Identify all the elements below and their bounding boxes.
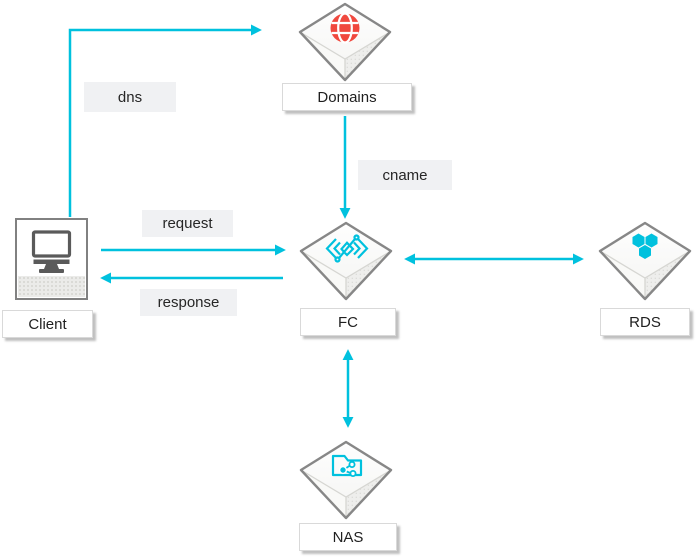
node-client xyxy=(15,218,88,300)
edge-dns-arrow xyxy=(68,24,262,217)
node-domains xyxy=(298,2,392,82)
client-box-texture xyxy=(18,276,85,297)
node-label-client: Client xyxy=(2,310,93,338)
globe-icon xyxy=(330,12,360,44)
monitor-icon xyxy=(31,230,72,273)
function-compute-icon xyxy=(325,234,369,263)
edge-label-dns: dns xyxy=(84,82,176,112)
edge-label-cname: cname xyxy=(358,160,452,190)
node-label-domains: Domains xyxy=(282,83,412,111)
edge-label-response: response xyxy=(140,289,237,316)
hexagon-cluster-icon xyxy=(632,233,658,259)
node-label-fc: FC xyxy=(300,308,396,336)
edge-label-request: request xyxy=(142,210,233,237)
node-nas xyxy=(299,440,393,520)
node-label-nas: NAS xyxy=(299,523,397,551)
node-rds xyxy=(598,221,692,301)
node-label-rds: RDS xyxy=(600,308,690,336)
shared-folder-icon xyxy=(331,454,363,477)
node-fc xyxy=(299,221,393,301)
